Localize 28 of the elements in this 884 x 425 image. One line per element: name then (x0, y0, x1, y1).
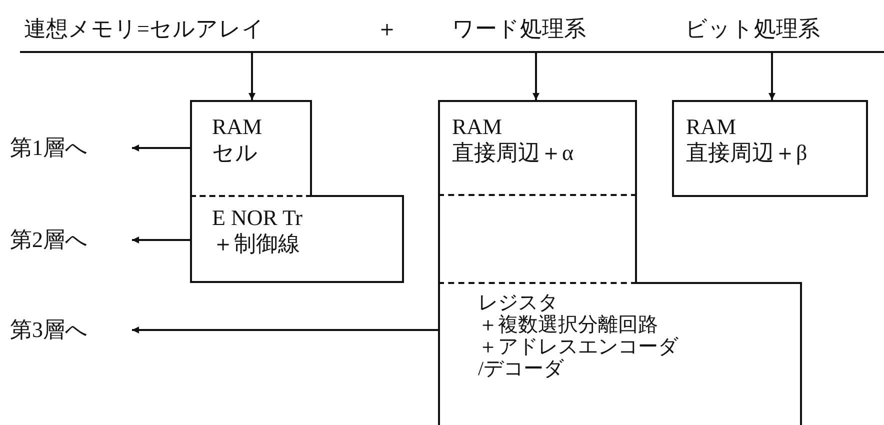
arrow (132, 326, 438, 334)
block-text: E NOR Tr (212, 205, 304, 231)
block-text: レジスタ (478, 292, 559, 314)
heading-text: 連想メモリ=セルアレイ (24, 16, 266, 42)
block-text: ＋アドレスエンコーダ (478, 336, 680, 358)
arrow (248, 53, 256, 100)
layer-label: 第1層へ (10, 135, 89, 161)
heading-text: ビット処理系 (685, 16, 821, 42)
arrow (532, 53, 540, 100)
block-section (438, 196, 637, 284)
block-text: ＋制御線 (212, 231, 301, 257)
block-text: RAM セル (212, 114, 264, 166)
heading-text: ワード処理系 (452, 16, 587, 42)
block-text: /デコーダ (478, 358, 565, 380)
block-text: ＋複数選択分離回路 (478, 314, 659, 336)
arrow (768, 53, 776, 100)
layer-label: 第2層へ (10, 227, 89, 253)
block-text: RAM 直接周辺＋β (686, 114, 808, 166)
arrow (132, 144, 190, 152)
block-section (190, 100, 312, 197)
layer-label: 第3層へ (10, 317, 89, 343)
block-section (438, 284, 802, 425)
block-section (190, 197, 404, 283)
arrow (132, 236, 190, 244)
plus-sign: ＋ (376, 16, 398, 42)
block-text: RAM 直接周辺＋α (452, 114, 575, 166)
block-section (672, 100, 868, 197)
block-section (438, 100, 637, 196)
